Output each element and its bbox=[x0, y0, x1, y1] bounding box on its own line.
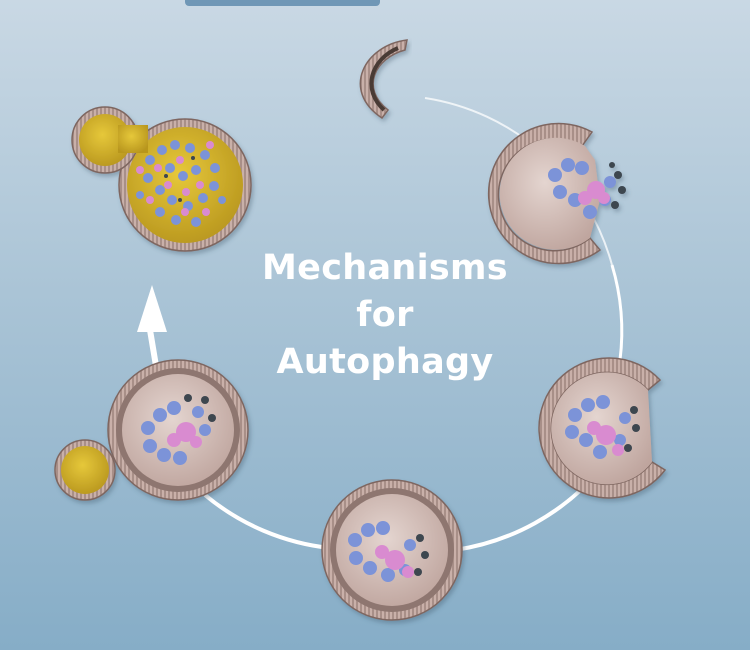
title-line-3: Autophagy bbox=[276, 342, 494, 382]
cycle-path-segment-lower-left bbox=[203, 493, 331, 550]
expanding-phagophore bbox=[487, 122, 626, 265]
arrow-up-icon bbox=[137, 285, 167, 332]
cargo-cluster-4 bbox=[141, 394, 216, 465]
vacuole-cargo-cluster bbox=[136, 140, 226, 227]
cargo-cluster-1 bbox=[548, 158, 626, 219]
cargo-cluster-2 bbox=[565, 395, 640, 459]
cargo-cluster-3 bbox=[348, 521, 429, 582]
autophagosome-fusing bbox=[54, 359, 249, 501]
top-edge-bar bbox=[185, 0, 380, 6]
diagram-title: Mechanisms for Autophagy bbox=[0, 245, 750, 386]
complete-autophagosome bbox=[321, 479, 463, 621]
phagophore-crescent bbox=[359, 39, 408, 120]
cycle-path-segment-right bbox=[610, 264, 624, 361]
title-line-2: for bbox=[356, 295, 414, 335]
yeast-cell-with-vacuole bbox=[71, 106, 252, 252]
sealing-autophagosome bbox=[538, 357, 667, 499]
title-line-1: Mechanisms bbox=[262, 248, 508, 288]
